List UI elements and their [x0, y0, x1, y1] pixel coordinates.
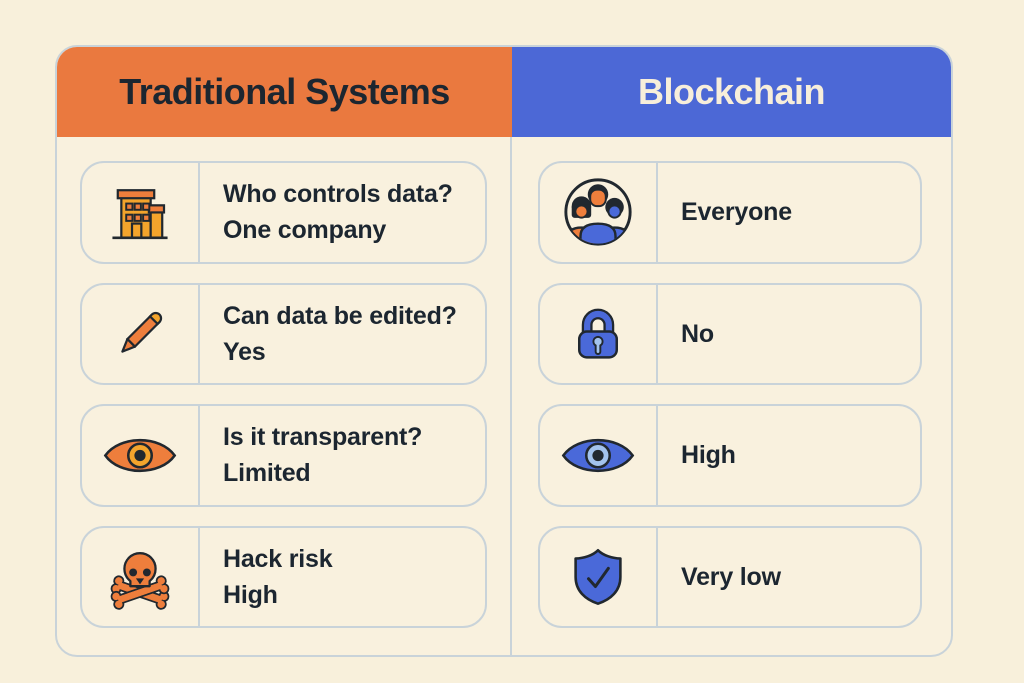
- row-is-it-transparent: Is it transparent? Limited: [80, 404, 487, 507]
- row-answer: High: [681, 441, 736, 470]
- row-who-controls-data: Who controls data? One company: [80, 161, 487, 264]
- row-answer: Everyone: [681, 198, 792, 227]
- row-answer: Limited: [223, 459, 311, 488]
- row-everyone: Everyone: [538, 161, 922, 264]
- row-answer: Yes: [223, 337, 266, 366]
- lock-icon: [568, 302, 628, 366]
- building-icon: [108, 180, 172, 244]
- people-icon: [561, 175, 635, 249]
- row-answer: No: [681, 319, 714, 348]
- row-answer: One company: [223, 216, 387, 245]
- traditional-systems-title: Traditional Systems: [119, 71, 450, 112]
- skull-crossbones-icon: [107, 544, 173, 610]
- eye-icon: [559, 430, 637, 481]
- row-question: Can data be edited?: [223, 301, 457, 330]
- blockchain-title: Blockchain: [637, 71, 826, 112]
- blockchain-column: Everyone No: [512, 137, 951, 655]
- traditional-column: Who controls data? One company: [57, 137, 512, 655]
- row-lock: No: [538, 282, 922, 385]
- row-answer: High: [223, 580, 278, 609]
- pencil-icon: [108, 302, 172, 366]
- row-hack-risk-very-low: Very low: [538, 525, 922, 628]
- row-answer: Very low: [681, 562, 781, 591]
- row-question: Is it transparent?: [223, 423, 423, 452]
- eye-icon: [101, 430, 179, 481]
- row-can-data-be-edited: Can data be edited? Yes: [80, 282, 487, 385]
- comparison-body: Who controls data? One company: [57, 137, 951, 655]
- row-question: Who controls data?: [223, 180, 453, 209]
- traditional-systems-header: Traditional Systems: [57, 47, 512, 137]
- row-transparency-high: High: [538, 404, 922, 507]
- row-question: Hack risk: [223, 544, 333, 573]
- blockchain-header: Blockchain: [512, 47, 951, 137]
- row-hack-risk: Hack risk High: [80, 525, 487, 628]
- shield-check-icon: [567, 544, 629, 610]
- header-row: Traditional Systems Blockchain: [57, 47, 951, 137]
- comparison-card: Traditional Systems Blockchain: [55, 45, 953, 657]
